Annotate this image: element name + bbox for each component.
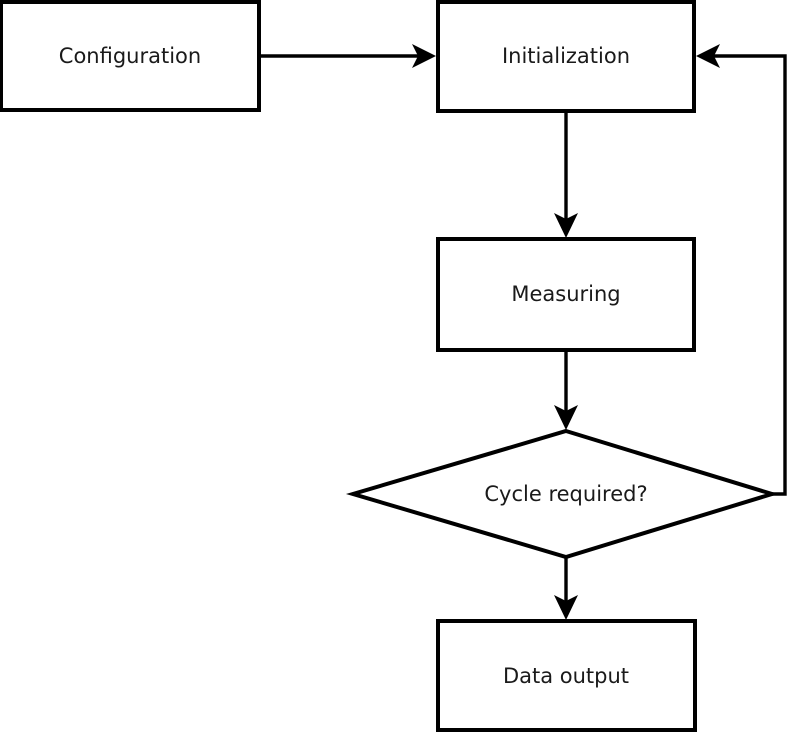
node-initialization-shape[interactable] [436, 0, 696, 113]
edge-initialization-to-measuring [554, 111, 578, 238]
node-data-output-shape[interactable] [436, 619, 697, 732]
edge-cycle-to-data-output [554, 557, 578, 620]
arrowhead-icon [554, 595, 578, 620]
node-configuration-label: Configuration [59, 44, 201, 68]
node-configuration[interactable]: Configuration [0, 0, 261, 112]
node-data-output[interactable]: Data output [436, 619, 697, 732]
node-configuration-shape[interactable] [0, 0, 261, 112]
edge-cycle-to-initialization-feedback [696, 44, 787, 496]
node-layer: Configuration Initialization Measuring C… [0, 0, 779, 732]
node-measuring-shape[interactable] [436, 237, 696, 352]
node-data-output-label: Data output [503, 664, 629, 688]
edge-configuration-to-initialization [260, 44, 436, 68]
arrowhead-icon [412, 44, 436, 68]
node-measuring[interactable]: Measuring [436, 237, 696, 352]
node-initialization[interactable]: Initialization [436, 0, 696, 113]
node-cycle-required[interactable]: Cycle required? [345, 428, 779, 560]
node-initialization-label: Initialization [502, 44, 630, 68]
edge-line [702, 54, 787, 496]
arrowhead-icon [696, 44, 720, 68]
node-cycle-required-label: Cycle required? [484, 482, 647, 506]
arrowhead-icon [554, 405, 578, 430]
edge-measuring-to-cycle [554, 350, 578, 430]
node-measuring-label: Measuring [511, 282, 620, 306]
arrowhead-icon [554, 213, 578, 238]
node-cycle-required-shape[interactable] [345, 428, 779, 560]
